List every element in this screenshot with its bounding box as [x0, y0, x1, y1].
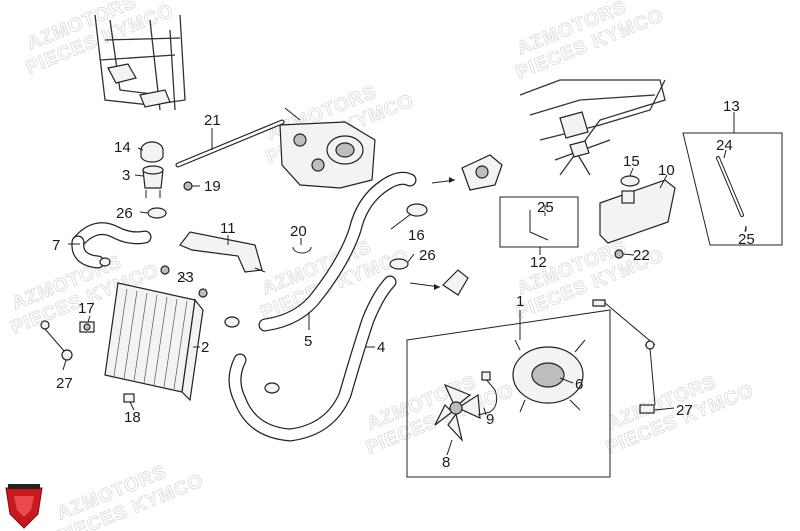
- part-4-hose: [228, 275, 397, 442]
- callout-25-box13: 25: [738, 231, 755, 248]
- callout-5: 5: [304, 333, 312, 350]
- part-7-hose: [71, 222, 152, 269]
- part-10-reservoir: [599, 179, 676, 244]
- callout-13: 13: [723, 98, 740, 115]
- part-18-drain-bolt: [123, 393, 135, 403]
- part-2-radiator: [104, 282, 204, 402]
- frame-left-drawing: [94, 14, 186, 111]
- callout-19: 19: [204, 178, 221, 195]
- part-20-clamp: [292, 246, 312, 254]
- callout-24: 24: [716, 137, 733, 154]
- part-19-bolt: [183, 181, 193, 191]
- part-15-reservoir-cap: [620, 175, 640, 187]
- part-5-hose: [224, 171, 417, 332]
- part-16-clamp: [406, 203, 428, 217]
- callout-15: 15: [623, 153, 640, 170]
- callout-26-middle: 26: [419, 247, 436, 264]
- callout-27-right: 27: [676, 402, 693, 419]
- callout-7: 7: [52, 237, 60, 254]
- callout-4: 4: [377, 339, 385, 356]
- box-1-fan-assembly: [406, 309, 611, 478]
- part-26-clamp-middle: [389, 258, 409, 270]
- callout-18: 18: [124, 409, 141, 426]
- callout-1: 1: [516, 293, 524, 310]
- part-26-clamp: [147, 207, 167, 219]
- callout-25-box12: 25: [537, 199, 554, 216]
- callout-3: 3: [122, 167, 130, 184]
- callout-20: 20: [290, 223, 307, 240]
- callout-6: 6: [575, 376, 583, 393]
- callout-22: 22: [633, 247, 650, 264]
- callout-9: 9: [486, 411, 494, 428]
- thermostat-cover-drawing: [431, 154, 503, 191]
- callout-8: 8: [442, 454, 450, 471]
- part-11-bracket: [179, 231, 266, 273]
- water-fitting-drawing: [409, 269, 469, 296]
- callout-17: 17: [78, 300, 95, 317]
- callout-26-left: 26: [116, 205, 133, 222]
- callout-21: 21: [204, 112, 221, 129]
- part-27-bolt-right: [592, 299, 656, 414]
- engine-head-drawing: [279, 107, 376, 189]
- callout-16: 16: [408, 227, 425, 244]
- callout-12: 12: [530, 254, 547, 271]
- callout-11: 11: [220, 220, 236, 237]
- callout-2: 2: [201, 339, 209, 356]
- part-21-pipe: [175, 119, 285, 168]
- callout-23: 23: [177, 269, 194, 286]
- callout-labels: 1 2 3 4 5 6 7 8 9 10 11 12 13 14 15 16 1…: [52, 98, 755, 471]
- part-14-radiator-cap: [140, 141, 164, 163]
- brand-logo: [5, 484, 43, 529]
- part-17-sensor: [79, 321, 95, 333]
- part-23-grommet: [160, 265, 208, 298]
- part-22-screw: [614, 249, 624, 259]
- part-3-filler-neck: [142, 165, 164, 198]
- part-27-bolt-left: [40, 320, 73, 361]
- leader-lines: [62, 112, 747, 456]
- frame-right-drawing: [519, 79, 666, 176]
- callout-27-left: 27: [56, 375, 73, 392]
- callout-14: 14: [114, 139, 131, 156]
- box-12: [499, 196, 579, 248]
- callout-10: 10: [658, 162, 675, 179]
- box-13: [682, 132, 783, 246]
